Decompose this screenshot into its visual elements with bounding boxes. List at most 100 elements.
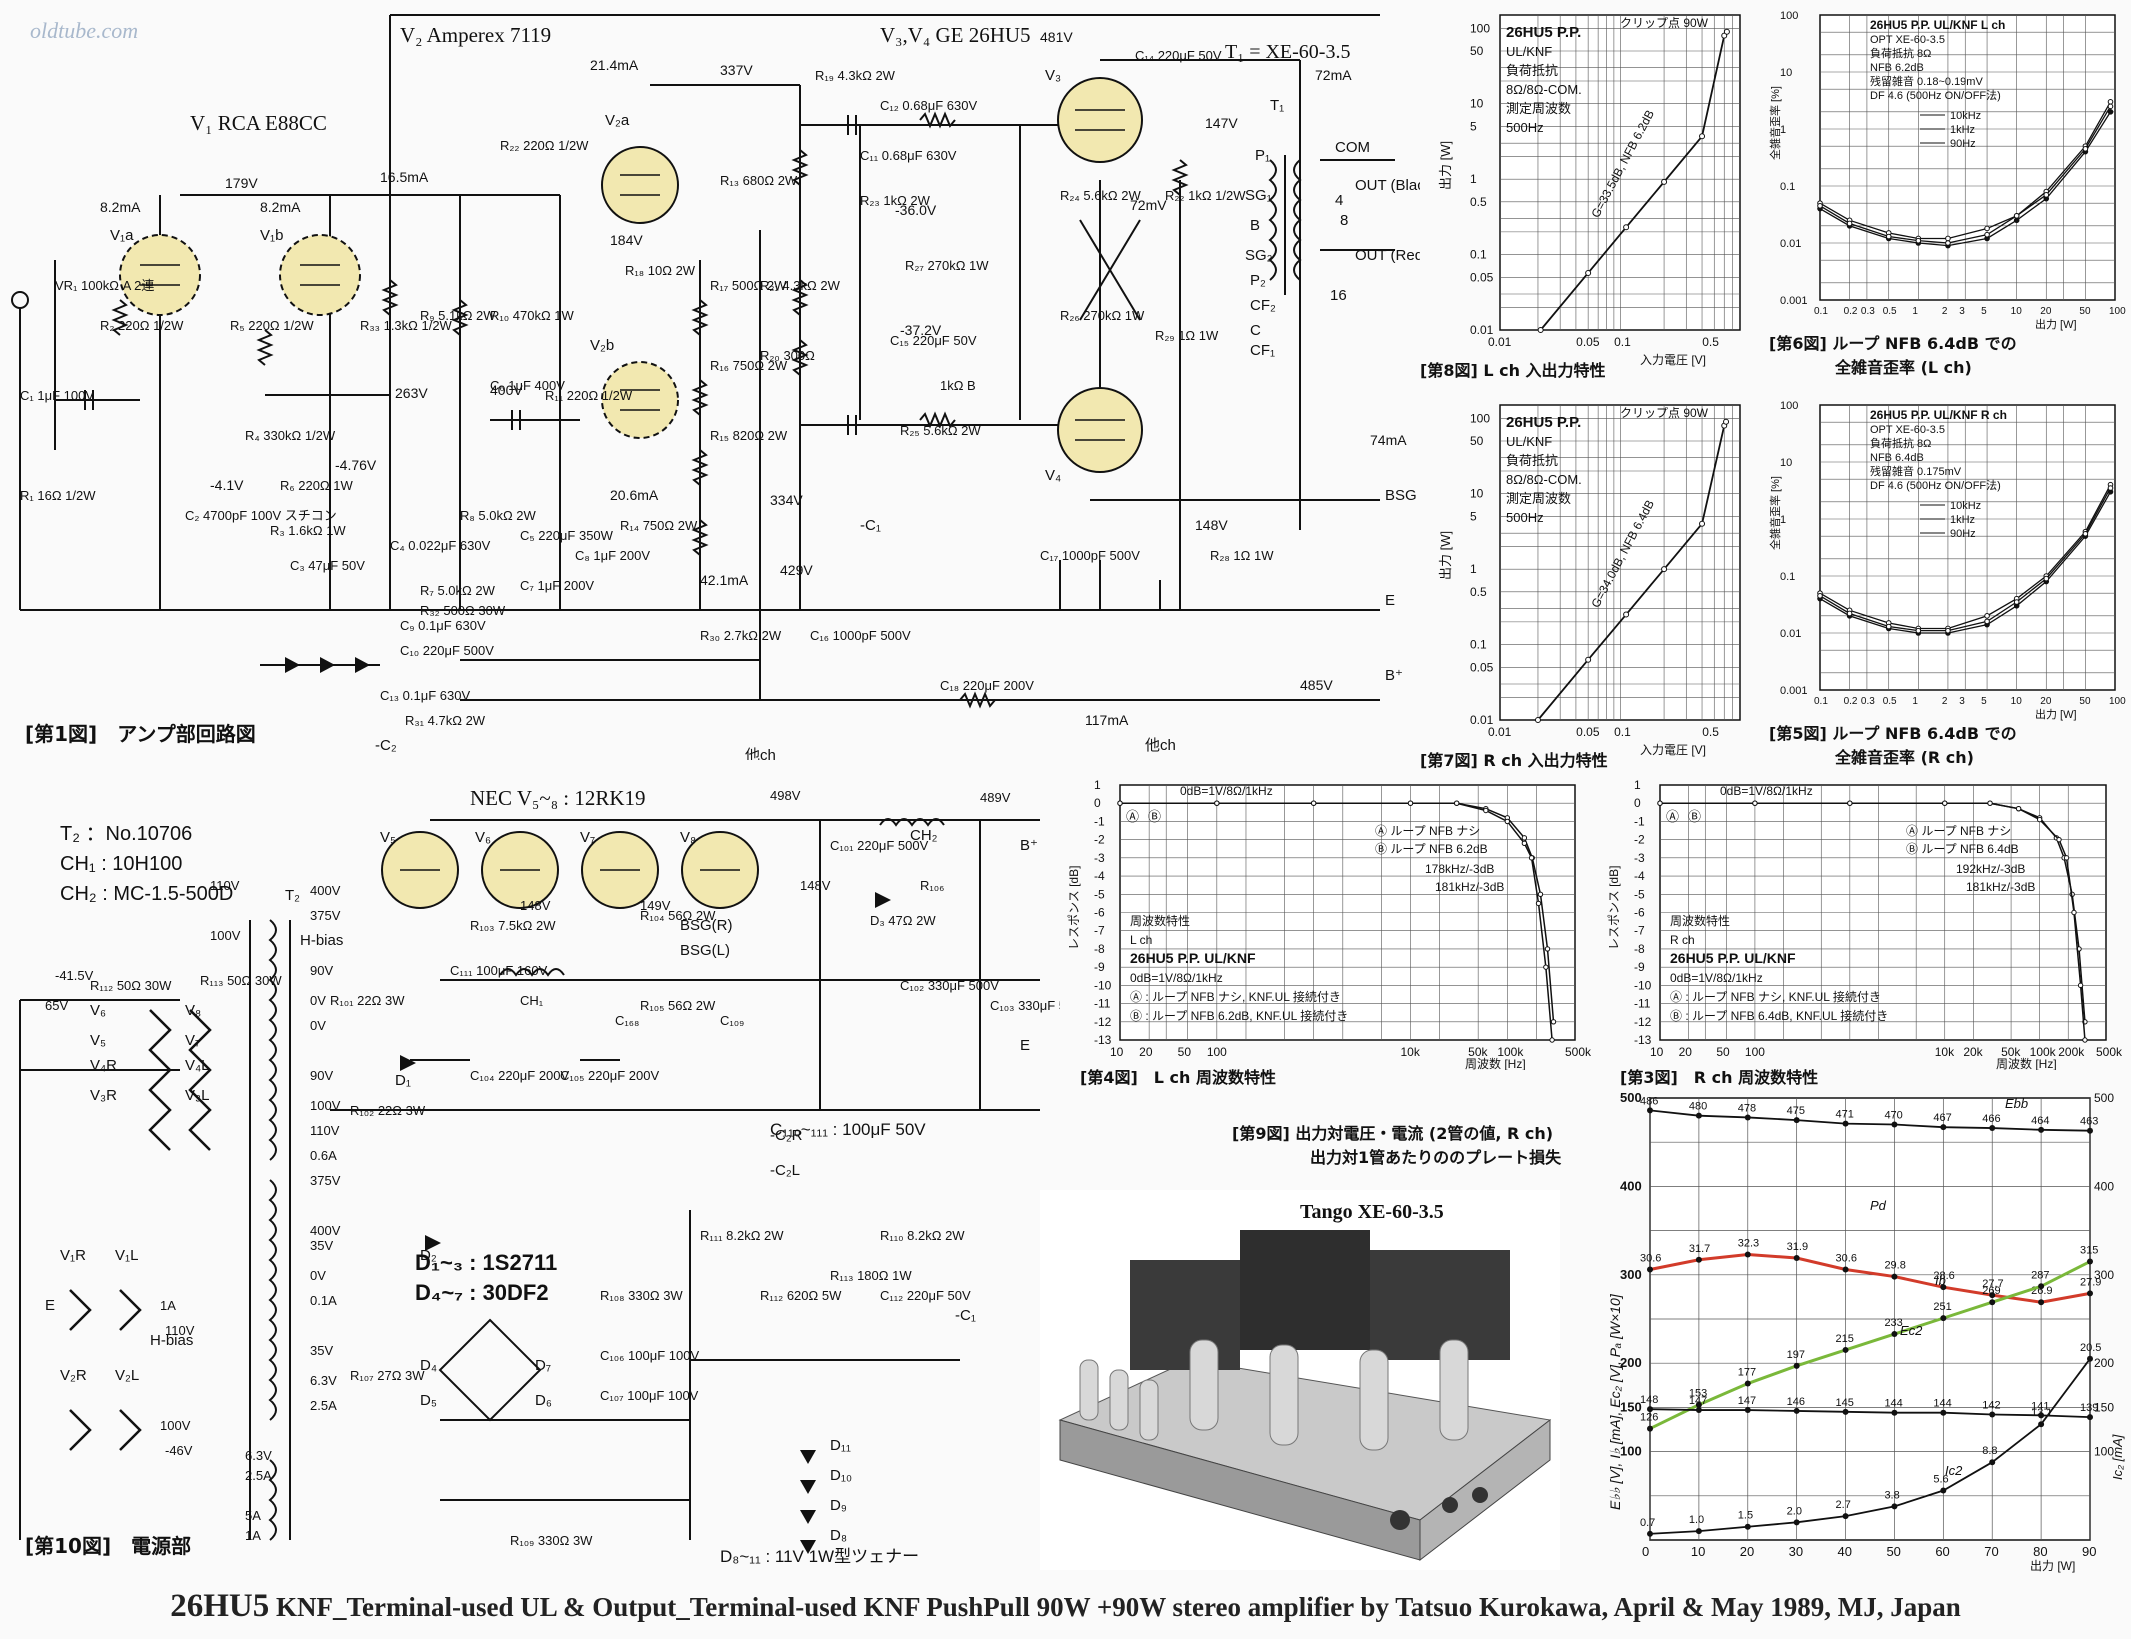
- fig4-legend-0: 周波数特性: [1130, 913, 1190, 928]
- amp-component-0: VR₁ 100kΩ A 2連: [55, 278, 154, 293]
- amp-terminal-17: CF₁: [1250, 342, 1275, 359]
- fig9-series-Ib-label-4: 215: [1836, 1333, 1854, 1345]
- amp-component-6: R₄ 330kΩ 1/2W: [245, 428, 336, 443]
- fig6-xtick-6: 3: [1959, 306, 1965, 317]
- fig5-xtick-2: 0.3: [1861, 696, 1875, 707]
- fig9-series-Ebb-point-7: [1989, 1125, 1996, 1132]
- fig6-series-2-point-0: [1817, 202, 1823, 209]
- fig9-series-Ib-label-5: 233: [1884, 1317, 1902, 1329]
- fig6-xtick-10: 50: [2079, 306, 2091, 317]
- fig5-series-2-point-7: [2043, 575, 2050, 582]
- fig4-legend-4: Ⓐ : ループ NFB ナシ, KNF.UL 接続付き: [1130, 989, 1341, 1004]
- fig3-series-1-point-6: [2036, 816, 2043, 823]
- psu-terminal-21: V₆: [475, 829, 491, 846]
- fig3-series-1-point-10: [2077, 982, 2084, 989]
- fig8-clip-label: クリップ点 90W: [1620, 16, 1709, 30]
- fig7-xtick-2: 0.1: [1614, 725, 1631, 739]
- fig9-series-Ic2-line: [1649, 1358, 2091, 1535]
- fig4-xtick-5: 50k: [1468, 1045, 1488, 1059]
- fig9-caption-a: [第9図] 出力対電圧・電流 (2管の値, R ch): [1232, 1124, 1554, 1143]
- psu-terminal-35: V₁L: [115, 1247, 138, 1264]
- amp-tube-labels: V₁ RCA E88CC V₂ Amperex 7119 V₃,V₄ GE 26…: [190, 23, 1350, 135]
- fig5-caption-b: 全雑音歪率 (R ch): [1835, 748, 1974, 767]
- fig8-xlabel: 入力電圧 [V]: [1640, 353, 1706, 367]
- fig3-series-1-point-8: [2063, 855, 2070, 861]
- fig5-series-0-point-5: [1984, 613, 1990, 619]
- fig9-series-Ebb-point-4: [1842, 1120, 1849, 1127]
- psu-terminal-16: D₁₁: [830, 1437, 851, 1454]
- fig6-series-2-point-4: [1945, 240, 1951, 246]
- amp-voltage-18: 117mA: [1085, 712, 1129, 728]
- psu-component-23: R₁₁₂ 620Ω 5W: [760, 1288, 842, 1303]
- amp-voltage-2: 8.2mA: [100, 199, 141, 215]
- amp-caption: [第1図] アンプ部回路図: [25, 722, 256, 746]
- fig6-legend-4: 残留雑音 0.18~0.19mV: [1870, 74, 1983, 88]
- fig9-y2tick-0: 100: [2094, 1445, 2114, 1459]
- fig9-series-Ib-point-6: [1940, 1315, 1947, 1322]
- amp-component-42: R₂₉ 1Ω 1W: [1155, 328, 1219, 343]
- psu-component-15: R₁₁₃ 50Ω 30W: [200, 973, 282, 988]
- fig6-xtick-2: 0.3: [1861, 306, 1875, 317]
- fig3-legend-3: 0dB=1V/8Ω/1kHz: [1670, 971, 1763, 985]
- psu-voltage-8: 100V: [210, 928, 241, 943]
- fig9-series-Ic2-point-1: [1695, 1528, 1702, 1535]
- fig4-xtick-7: 500k: [1565, 1045, 1592, 1059]
- amp-terminal-labels: OUT (Black)OUT (Red)COMBSGEB⁺-C₁-C₂他ch他c…: [110, 67, 1420, 760]
- fig3-ytick-12: -11: [1634, 997, 1651, 1011]
- amp-terminal-9: 他ch: [1145, 737, 1176, 754]
- fig4-ytick-2: -1: [1094, 814, 1105, 828]
- fig9-series-Ic2-point-0: [1647, 1530, 1653, 1537]
- psu-terminal-3: H-bias: [150, 1332, 193, 1349]
- fig6-series-1-line: [1819, 111, 2112, 247]
- fig9-series-Pd-point-2: [1744, 1251, 1751, 1258]
- fig3-series-1-line: [1660, 802, 2086, 1041]
- psu-component-1: R₁₀₆: [920, 878, 944, 893]
- fig4-series-1-point-3: [1407, 800, 1414, 806]
- fig4-xtick-6: 100k: [1497, 1045, 1524, 1059]
- amp-terminal-23: V₂a: [605, 112, 630, 129]
- fig3-series-1-tag: Ⓑ: [1688, 809, 1701, 824]
- fig4-corner-a-label: 181kHz/-3dB: [1435, 880, 1504, 894]
- fig9-series-Pd-label-0: 30.6: [1640, 1252, 1661, 1264]
- tube-v4: [1057, 387, 1143, 473]
- psu-component-2: D₃ 47Ω 2W: [870, 913, 936, 928]
- fig9-ytick-0: 100: [1620, 1444, 1642, 1459]
- fig4-series-0-point-7: [1521, 835, 1528, 841]
- amp-component-5: R₅ 220Ω 1/2W: [230, 318, 314, 333]
- amplifier-photo: Tango XE-60-3.5: [1040, 1190, 1560, 1570]
- psu-voltage-31: -46V: [165, 1443, 193, 1458]
- fig3-xtick-7: 100k: [2030, 1045, 2057, 1059]
- fig8-point-2: [1623, 224, 1630, 231]
- psu-terminal-6: -C₁: [955, 1307, 976, 1324]
- psu-voltage-9: 90V: [310, 963, 333, 978]
- fig5-ytick-0: 100: [1780, 400, 1798, 412]
- fig3-series-1-point-11: [2082, 1037, 2088, 1043]
- amp-voltage-6: 184V: [610, 232, 643, 248]
- fig9-series-Ib-point-2: [1744, 1380, 1751, 1387]
- psu-bridge: [438, 1318, 542, 1422]
- fig7-legend-5: 500Hz: [1506, 510, 1544, 525]
- fig9-series-Pd-point-1: [1695, 1256, 1702, 1263]
- psu-voltage-15: 0.6A: [310, 1148, 337, 1163]
- fig9-series-Ib-point-0: [1647, 1425, 1653, 1432]
- psu-component-19: C₁₀₇ 100μF 100V: [600, 1388, 699, 1403]
- amp-terminal-3: BSG: [1385, 487, 1417, 504]
- diode-info-line-2: D₄~₇ : 30DF2: [415, 1280, 549, 1305]
- fig3-series-1-point-9: [2071, 909, 2077, 916]
- fig4-series-0-tag: Ⓐ: [1126, 809, 1139, 824]
- psu-voltage-18: 35V: [310, 1238, 333, 1253]
- fig9-series-Ebb-point-9: [2087, 1127, 2093, 1134]
- fig9-series-Pd-line: [1649, 1252, 2091, 1304]
- fig9-series-Ec2-line: [1649, 1408, 2091, 1419]
- fig6-xtick-7: 5: [1981, 306, 1987, 317]
- amp-voltage-12: 481V: [1040, 29, 1073, 45]
- psu-component-17: R₁₀₈ 330Ω 3W: [600, 1288, 683, 1303]
- fig6-legend-0: 26HU5 P.P. UL/KNF L ch: [1870, 18, 2005, 32]
- fig7-caption: [第7図] R ch 入出力特性: [1420, 751, 1608, 770]
- amp-voltage-15: 74mA: [1370, 432, 1407, 448]
- fig3-xtick-0: 10: [1650, 1045, 1664, 1059]
- fig9-series-Ic2-point-6: [1940, 1487, 1947, 1494]
- amp-voltage-9: 20.6mA: [610, 487, 659, 503]
- amp-component-29: R₂₀ 300Ω: [760, 348, 815, 363]
